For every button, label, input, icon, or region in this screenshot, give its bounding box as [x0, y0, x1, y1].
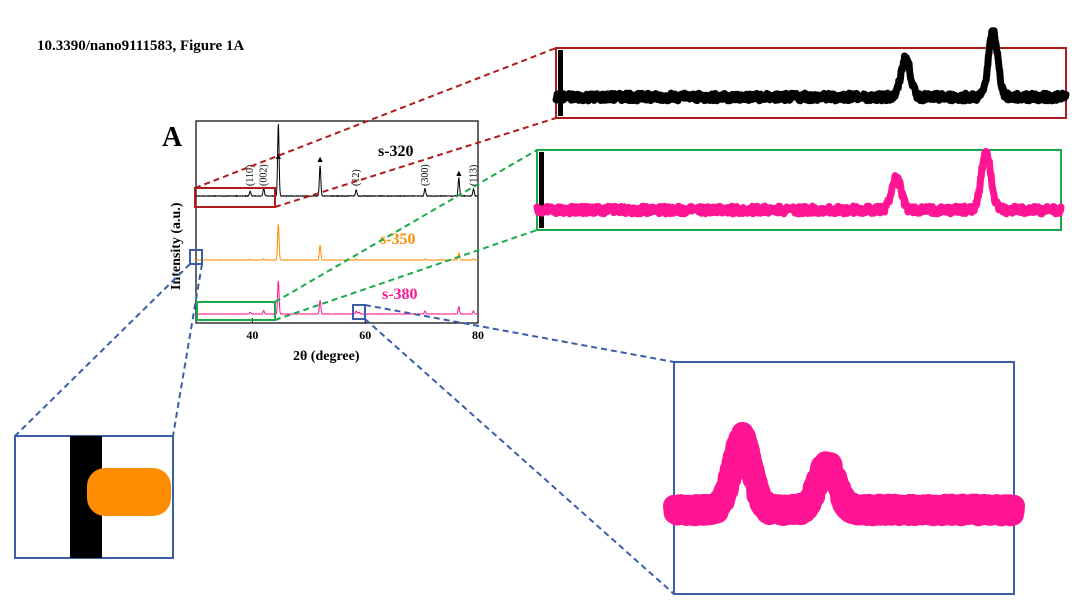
trace-s-380	[195, 280, 479, 315]
zoom-connector-line	[14, 263, 191, 437]
zoom-connector-line	[194, 47, 557, 189]
plot-frame	[195, 120, 479, 324]
series-label-s-380: s-380	[382, 286, 418, 303]
x-tick-label: 60	[359, 328, 371, 342]
zoom-axis-bar	[558, 50, 563, 116]
hkl-label: (113)	[468, 165, 479, 186]
x-axis-title: 2θ (degree)	[293, 349, 360, 364]
zoom-connector-line	[364, 318, 675, 595]
panel-letter: A	[162, 122, 183, 153]
zoom-connector-line	[364, 304, 675, 363]
hkl-label: (300)	[420, 164, 431, 186]
zoom-connector-line	[274, 149, 538, 303]
zoom-source-box	[196, 301, 276, 321]
zoom-trace-s-350	[87, 468, 171, 516]
zoom-trace-s-380	[663, 421, 1025, 527]
peak-marker-triangle: ▲	[274, 151, 283, 161]
zoom-inset-box	[555, 47, 1067, 119]
trace-s-320	[195, 124, 479, 198]
zoom-source-box	[352, 304, 366, 320]
zoom-connector-line	[274, 117, 557, 208]
trace-s-350	[195, 224, 479, 261]
zoom-trace-s-380	[533, 147, 1065, 218]
zoom-insets	[14, 27, 1070, 595]
hkl-label: (110)	[245, 165, 256, 186]
zoom-trace-s-320	[552, 27, 1070, 105]
y-axis-title: Intensity (a.u.)	[169, 202, 184, 290]
zoom-source-box	[194, 187, 276, 208]
peak-annotations: ▲ ▲ ▲ (110)(002) (12) (300) (113)	[245, 151, 479, 186]
hkl-label: (12)	[351, 169, 362, 186]
xrd-traces	[195, 124, 479, 315]
series-label-s-350: s-350	[380, 231, 416, 248]
x-tick-label: 40	[246, 328, 258, 342]
peak-marker-triangle: ▲	[454, 168, 463, 178]
zoom-source-box	[189, 249, 203, 265]
x-tick-label: 80	[472, 328, 484, 342]
zoom-connector-line	[274, 229, 538, 321]
hkl-label: (002)	[259, 164, 270, 186]
series-labels: s-320 s-350 s-380	[378, 143, 418, 303]
peak-marker-triangle: ▲	[316, 154, 325, 164]
zoom-axis-bar	[539, 152, 544, 228]
zoom-connector-line	[172, 263, 203, 437]
x-axis-ticks: 40 60 80	[246, 318, 484, 342]
page-title: 10.3390/nano9111583, Figure 1A	[37, 38, 245, 54]
series-label-s-320: s-320	[378, 143, 414, 160]
